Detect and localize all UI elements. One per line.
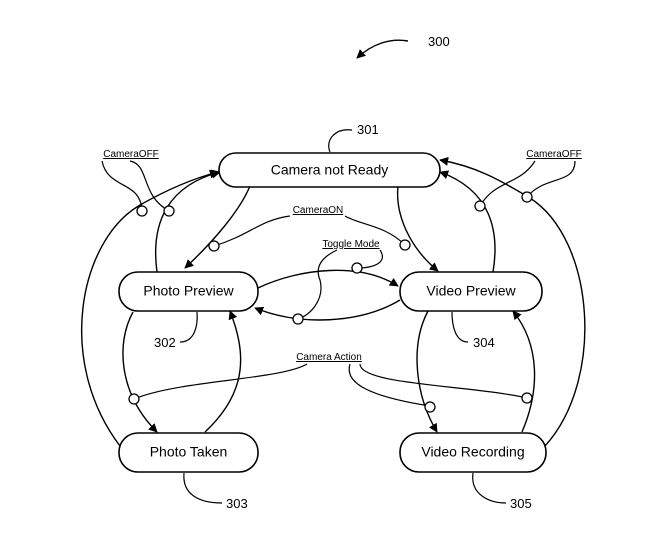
edge-photo-taken-to-photo-preview xyxy=(204,310,242,433)
ref-number-304: 304 xyxy=(473,335,495,350)
event-label-toggle-mode: Toggle Mode xyxy=(322,239,380,250)
junction-camera-off-outer-left xyxy=(136,205,148,217)
state-label-camera-not-ready: Camera not Ready xyxy=(271,162,389,178)
edge-photo-preview-to-photo-taken xyxy=(122,311,158,433)
junction-camera-action-photo xyxy=(128,393,140,405)
state-label-video-preview: Video Preview xyxy=(426,283,516,299)
event-label-camera-action: Camera Action xyxy=(296,352,362,363)
figure-number-arrow xyxy=(356,39,409,59)
junction-toggle-to-video xyxy=(351,262,363,274)
figure-number: 300 xyxy=(428,34,450,49)
edge-video-preview-to-photo-preview xyxy=(254,299,401,321)
edge-video-preview-to-video-recording xyxy=(416,310,438,433)
edge-photo-taken-to-camera-not-ready xyxy=(81,169,219,447)
state-label-video-recording: Video Recording xyxy=(421,444,524,460)
state-video-preview: Video Preview xyxy=(399,271,543,312)
edge-video-recording-to-camera-not-ready xyxy=(439,156,586,447)
junction-camera-off-inner-right xyxy=(474,200,486,212)
leader-camera-action xyxy=(133,363,528,407)
junction-camera-on-video xyxy=(399,239,411,251)
ref-leader-304 xyxy=(451,311,469,343)
junction-toggle-to-photo xyxy=(292,313,304,325)
ref-number-305: 305 xyxy=(510,496,532,511)
edge-photo-preview-to-camera-not-ready xyxy=(154,169,221,273)
ref-leader-305 xyxy=(472,472,507,504)
junction-camera-action-video-stop xyxy=(521,392,533,404)
leader-camera-off-left xyxy=(101,160,170,212)
edge-photo-preview-to-video-preview xyxy=(257,269,399,289)
ref-number-301: 301 xyxy=(357,122,379,137)
leader-camera-on xyxy=(213,215,406,247)
ref-number-302: 302 xyxy=(154,335,176,350)
event-label-camera-on: CameraON xyxy=(293,205,344,216)
ref-leader-301 xyxy=(328,129,353,153)
junction-camera-off-inner-left xyxy=(163,205,175,217)
state-video-recording: Video Recording xyxy=(399,432,547,473)
junction-camera-off-outer-right xyxy=(521,191,533,203)
ref-number-303: 303 xyxy=(226,496,248,511)
edge-video-preview-to-camera-not-ready xyxy=(439,170,496,273)
state-photo-preview: Photo Preview xyxy=(118,271,259,312)
state-photo-taken: Photo Taken xyxy=(118,432,259,473)
state-label-photo-preview: Photo Preview xyxy=(143,283,234,299)
leader-camera-off-right xyxy=(479,160,576,207)
edge-camera-not-ready-to-photo-preview xyxy=(184,185,251,269)
ref-leader-302 xyxy=(179,311,198,343)
state-label-photo-taken: Photo Taken xyxy=(150,444,228,460)
event-label-camera-off-left: CameraOFF xyxy=(103,149,159,160)
junction-camera-on-photo xyxy=(208,240,220,252)
ref-leader-303 xyxy=(183,472,223,504)
junction-camera-action-video-start xyxy=(424,401,436,413)
edge-video-recording-to-video-preview xyxy=(512,310,536,433)
event-label-camera-off-right: CameraOFF xyxy=(526,149,582,160)
edge-camera-not-ready-to-video-preview xyxy=(396,185,439,272)
state-camera-not-ready: Camera not Ready xyxy=(218,152,441,188)
leader-toggle-mode xyxy=(297,249,383,320)
